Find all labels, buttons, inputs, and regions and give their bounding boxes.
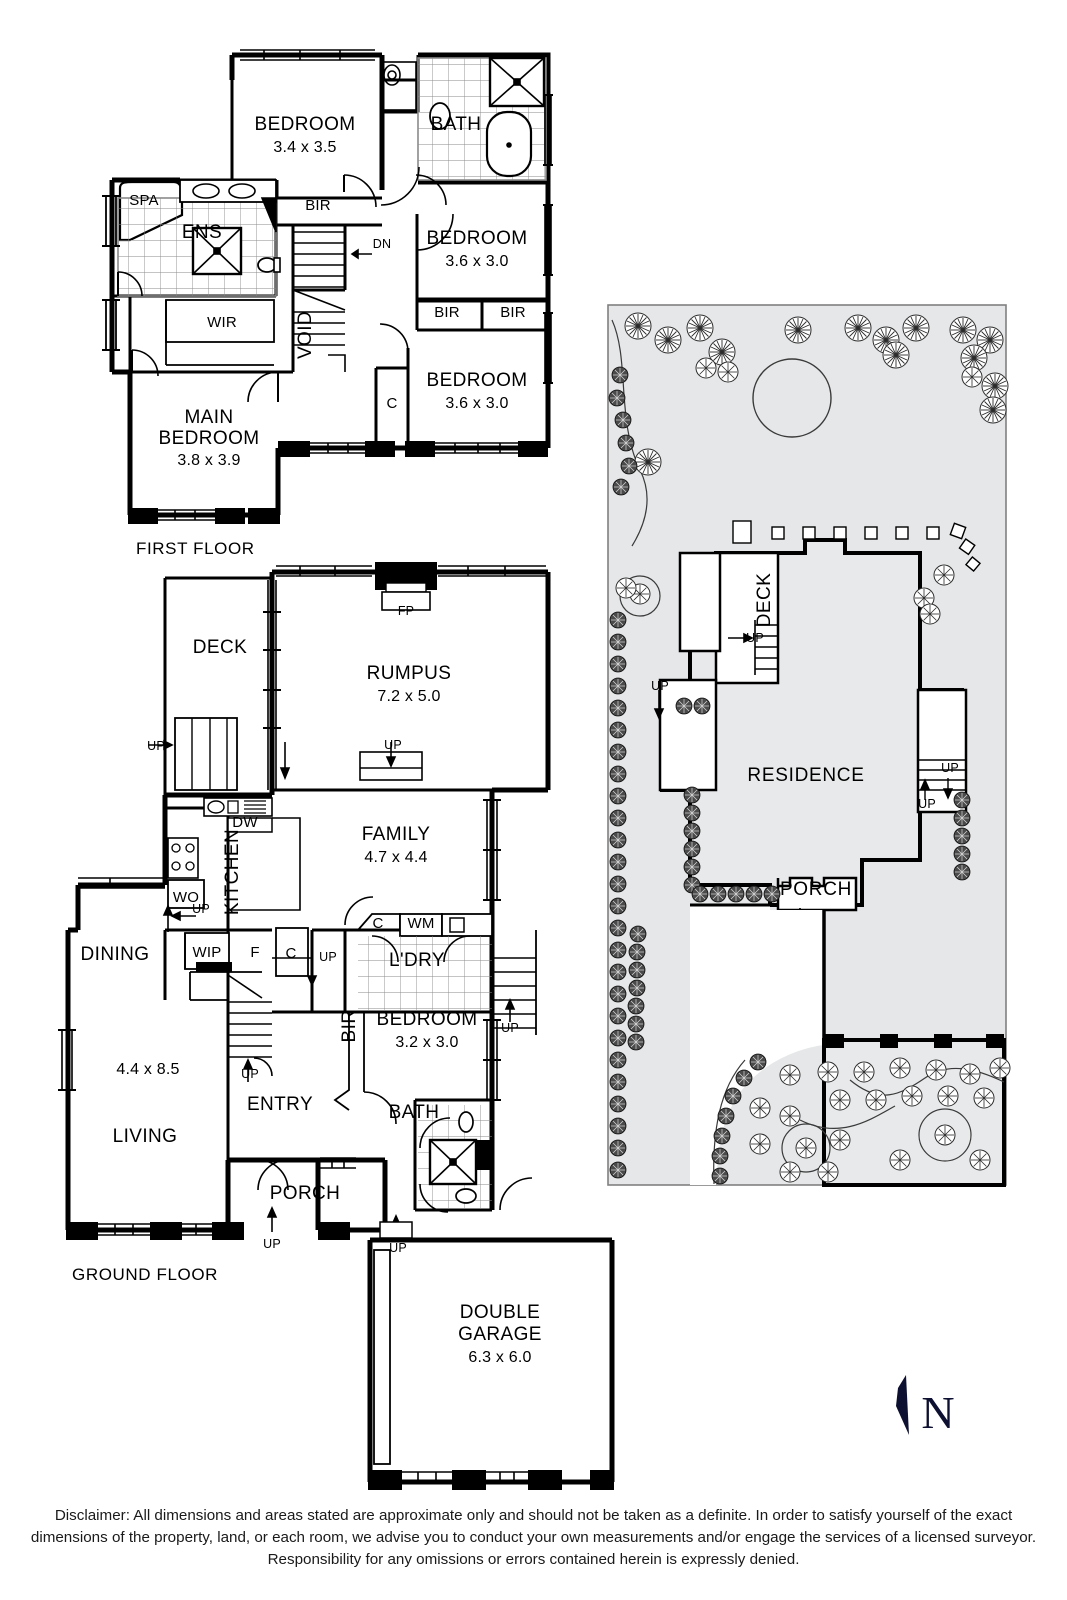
label-deck-gf: DECK	[193, 637, 247, 658]
label-site-up-deck: UP	[746, 631, 764, 645]
label-site-deck: DECK	[754, 573, 775, 627]
label-bir-gf: BIR	[339, 1010, 360, 1043]
label-dining: DINING	[81, 944, 150, 965]
disclaimer-line-1: Disclaimer: All dimensions and areas sta…	[30, 1507, 1013, 1547]
label-first-floor-title: FIRST FLOOR	[136, 539, 255, 558]
label-bedroom-3-dim: 3.6 x 3.0	[445, 395, 508, 412]
label-residence: RESIDENCE	[747, 765, 864, 786]
site-plan: DECK UP UP RESIDENCE UP UP PORCH UP	[607, 304, 1011, 1187]
label-bedroom-gf: BEDROOM	[377, 1009, 478, 1030]
label-family-dim: 4.7 x 4.4	[364, 849, 427, 866]
site-porch-shape: PORCH UP	[776, 876, 858, 947]
label-ens: ENS	[182, 222, 222, 243]
label-c-gf-1: C	[285, 945, 296, 962]
label-bedroom-2: BEDROOM	[427, 228, 528, 249]
north-letter: N	[921, 1387, 954, 1438]
label-dn: DN	[373, 237, 391, 251]
paver-row	[732, 520, 982, 573]
label-up-kitchen: UP	[192, 902, 210, 916]
site-garage-piers	[824, 1034, 1004, 1048]
label-living: LIVING	[113, 1126, 178, 1147]
first-floor-plan: BEDROOM 3.4 x 3.5 BATH BEDROOM 3.6 x 3.0…	[102, 49, 553, 558]
label-bir-right: BIR	[500, 304, 526, 321]
label-fp: FP	[398, 604, 414, 618]
label-c-ff: C	[386, 395, 397, 412]
label-up-hall: UP	[319, 950, 337, 964]
label-wm: WM	[407, 915, 434, 932]
label-ldry: L'DRY	[389, 950, 445, 971]
label-double: DOUBLE	[460, 1302, 541, 1323]
label-void: VOID	[295, 311, 316, 359]
label-ground-floor-title: GROUND FLOOR	[72, 1265, 218, 1284]
label-bath-gf: BATH	[389, 1102, 440, 1123]
disclaimer-line-3: for any omissions or errors contained he…	[365, 1551, 800, 1569]
tree-ring-2	[781, 1123, 831, 1173]
label-dining-dim: 4.4 x 8.5	[116, 1061, 179, 1078]
label-bir-left: BIR	[434, 304, 460, 321]
label-up-rumpus: UP	[384, 738, 402, 752]
label-c-gf-2: C	[372, 915, 383, 932]
label-bedroom-3: BEDROOM	[427, 370, 528, 391]
label-bedroom-1-dim: 3.4 x 3.5	[273, 139, 336, 156]
label-up-porch: UP	[263, 1237, 281, 1251]
label-garage-dim: 6.3 x 6.0	[468, 1349, 531, 1366]
label-site-up-right-1: UP	[941, 761, 959, 775]
label-bedroom-1: BEDROOM	[255, 114, 356, 135]
label-up-stairs: UP	[241, 1067, 259, 1081]
disclaimer-text: Disclaimer: All dimensions and areas sta…	[0, 1505, 1067, 1571]
label-site-up-left: UP	[651, 679, 669, 693]
label-site-porch: PORCH	[780, 879, 852, 900]
label-kitchen: KITCHEN	[222, 829, 243, 915]
label-up-garage: UP	[389, 1241, 407, 1255]
ground-floor-bottom-windows	[66, 1222, 614, 1490]
label-garage: GARAGE	[458, 1324, 542, 1345]
tree-ring-1	[918, 1108, 972, 1162]
label-bedroom-2-dim: 3.6 x 3.0	[445, 253, 508, 270]
label-up-bedroom: UP	[501, 1021, 519, 1035]
label-rumpus-dim: 7.2 x 5.0	[377, 688, 440, 705]
label-porch-gf: PORCH	[270, 1183, 341, 1204]
label-bedroom-gf-dim: 3.2 x 3.0	[395, 1034, 458, 1051]
label-entry: ENTRY	[247, 1094, 313, 1115]
label-main-bedroom: BEDROOM	[159, 428, 260, 449]
label-wir: WIR	[207, 314, 237, 331]
north-arrow: N	[896, 1375, 955, 1438]
label-dw: DW	[232, 814, 258, 831]
label-family: FAMILY	[362, 824, 431, 845]
label-rumpus: RUMPUS	[367, 663, 452, 684]
site-circle-feature	[752, 358, 832, 438]
label-bath-ff: BATH	[431, 114, 482, 135]
label-main: MAIN	[184, 407, 233, 428]
label-wo: WO	[173, 889, 199, 906]
label-f: F	[250, 944, 259, 961]
label-main-bedroom-dim: 3.8 x 3.9	[177, 452, 240, 469]
label-up-deck: UP	[147, 739, 165, 753]
disclaimer-line-2: of the property, land, or each room, we …	[111, 1529, 1037, 1569]
label-wip: WIP	[193, 944, 222, 961]
label-site-up-right-2: UP	[918, 797, 936, 811]
label-spa: SPA	[129, 192, 159, 209]
label-bir-ens: BIR	[305, 197, 331, 214]
ground-floor-plan: DECK RUMPUS 7.2 x 5.0 FP FAMILY 4.7 x 4.…	[58, 562, 615, 1490]
first-floor-bottom-windows	[128, 441, 548, 524]
